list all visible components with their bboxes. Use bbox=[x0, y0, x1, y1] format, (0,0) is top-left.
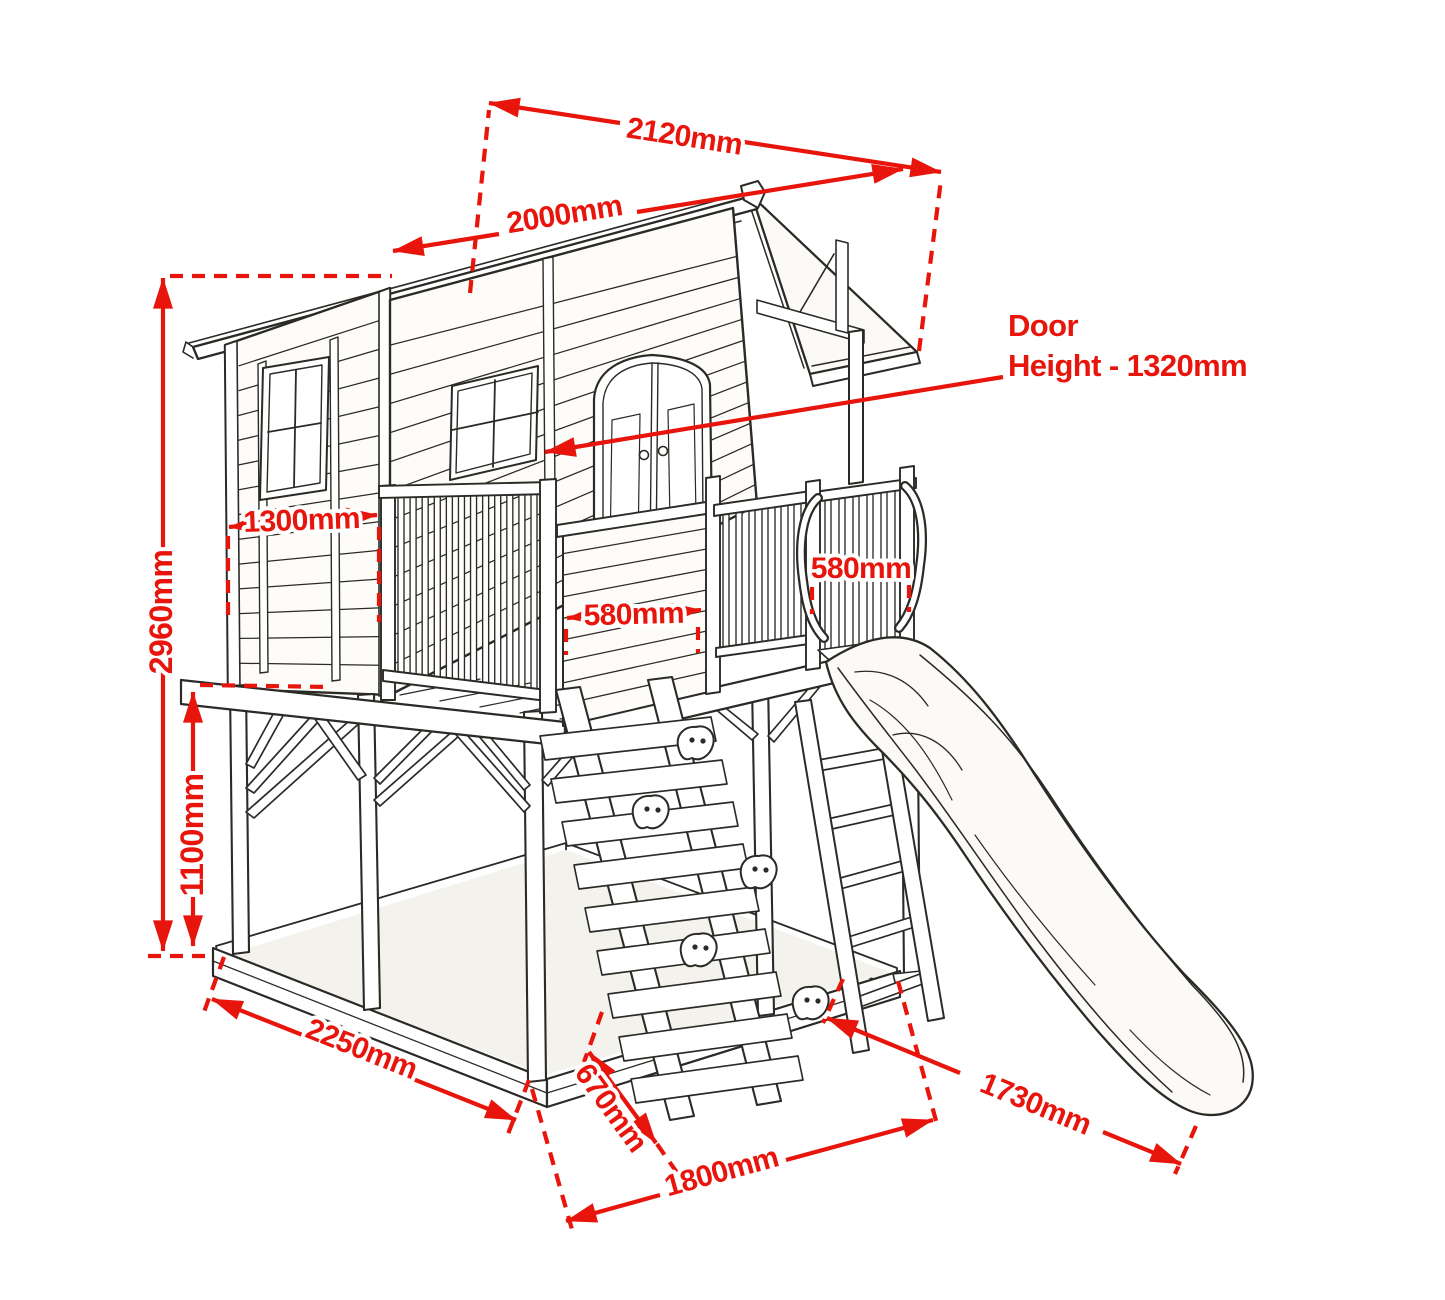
door-knob-icon bbox=[657, 445, 669, 457]
dim-label-platform-height: 1100mm bbox=[174, 774, 210, 897]
dim-platform-height: 1100mm bbox=[170, 682, 333, 947]
rock-hold-icon bbox=[676, 725, 715, 761]
structure-part bbox=[774, 504, 782, 642]
slide-opening bbox=[805, 465, 917, 671]
dim-gate-width: 580mm bbox=[807, 548, 916, 614]
structure-part bbox=[735, 509, 743, 648]
rock-hold-icon bbox=[739, 854, 778, 890]
siding-line bbox=[390, 292, 757, 405]
siding-line bbox=[563, 669, 713, 706]
structure-part bbox=[433, 494, 441, 680]
dim-label-gate-width: 580mm bbox=[811, 552, 911, 585]
rock-hold-icon bbox=[631, 794, 670, 830]
structure-part bbox=[409, 494, 417, 677]
structure-part bbox=[607, 971, 782, 1019]
grab-handle-right bbox=[894, 481, 927, 633]
structure-part bbox=[761, 505, 769, 644]
structure-part bbox=[445, 494, 454, 681]
ladder bbox=[794, 689, 945, 1054]
structure-part bbox=[397, 495, 405, 675]
door-note-line2: Height - 1320mm bbox=[1008, 348, 1247, 383]
rock-hold-icon bbox=[791, 985, 830, 1021]
door-height-note: Door Height - 1320mm bbox=[544, 304, 1252, 457]
dim-label-slide-length: 1730mm bbox=[975, 1067, 1095, 1142]
railing-panel bbox=[539, 475, 721, 727]
front-window bbox=[449, 365, 539, 481]
structure-part bbox=[506, 493, 514, 689]
structure-part bbox=[550, 759, 728, 804]
structure-part bbox=[832, 858, 910, 892]
grab-handle-left bbox=[796, 493, 829, 643]
siding-line bbox=[390, 250, 757, 346]
dim-label-roof-overall: 2120mm bbox=[624, 111, 744, 161]
dim-label-roof-length: 2000mm bbox=[504, 189, 624, 240]
structure-part bbox=[787, 502, 795, 641]
siding-line bbox=[563, 547, 713, 576]
siding-line bbox=[390, 271, 757, 375]
dim-panel-width: 580mm bbox=[563, 593, 702, 655]
side-window bbox=[259, 356, 330, 501]
structure-part bbox=[469, 493, 478, 684]
door-note-line1: Door bbox=[1008, 308, 1078, 343]
siding-line bbox=[563, 629, 713, 662]
canopy-post bbox=[848, 329, 864, 485]
dim-side-wall-width: 1300mm bbox=[225, 498, 382, 624]
dim-label-side-wall-width: 1300mm bbox=[243, 502, 361, 539]
structure-part bbox=[518, 492, 526, 690]
structure-part bbox=[421, 494, 429, 678]
railing-left bbox=[378, 481, 552, 702]
structure-part bbox=[494, 493, 502, 687]
structure-part bbox=[530, 492, 538, 692]
structure-part bbox=[748, 507, 756, 646]
dim-label-base-width: 1800mm bbox=[661, 1140, 782, 1203]
siding-line bbox=[563, 567, 713, 598]
structure-part bbox=[722, 511, 730, 650]
rock-holds bbox=[631, 725, 830, 1021]
structure-part bbox=[822, 802, 900, 832]
dim-overall-height: 2960mm bbox=[139, 273, 392, 959]
structure-part bbox=[812, 746, 891, 773]
structure-part bbox=[457, 493, 466, 683]
climbing-ramp bbox=[539, 675, 830, 1122]
door-knob-icon bbox=[638, 449, 650, 461]
siding-line bbox=[238, 320, 380, 367]
siding-line bbox=[563, 526, 713, 555]
slide bbox=[817, 636, 1254, 1117]
left-wall bbox=[223, 286, 392, 697]
rock-hold-icon bbox=[679, 932, 718, 968]
roof-truss bbox=[756, 239, 865, 344]
structure-part bbox=[481, 493, 490, 686]
dim-label-overall-height: 2960mm bbox=[143, 550, 179, 675]
structure-part bbox=[584, 886, 760, 933]
dim-label-panel-width: 580mm bbox=[583, 597, 684, 633]
structure-part bbox=[539, 716, 717, 761]
siding-line bbox=[563, 649, 713, 684]
